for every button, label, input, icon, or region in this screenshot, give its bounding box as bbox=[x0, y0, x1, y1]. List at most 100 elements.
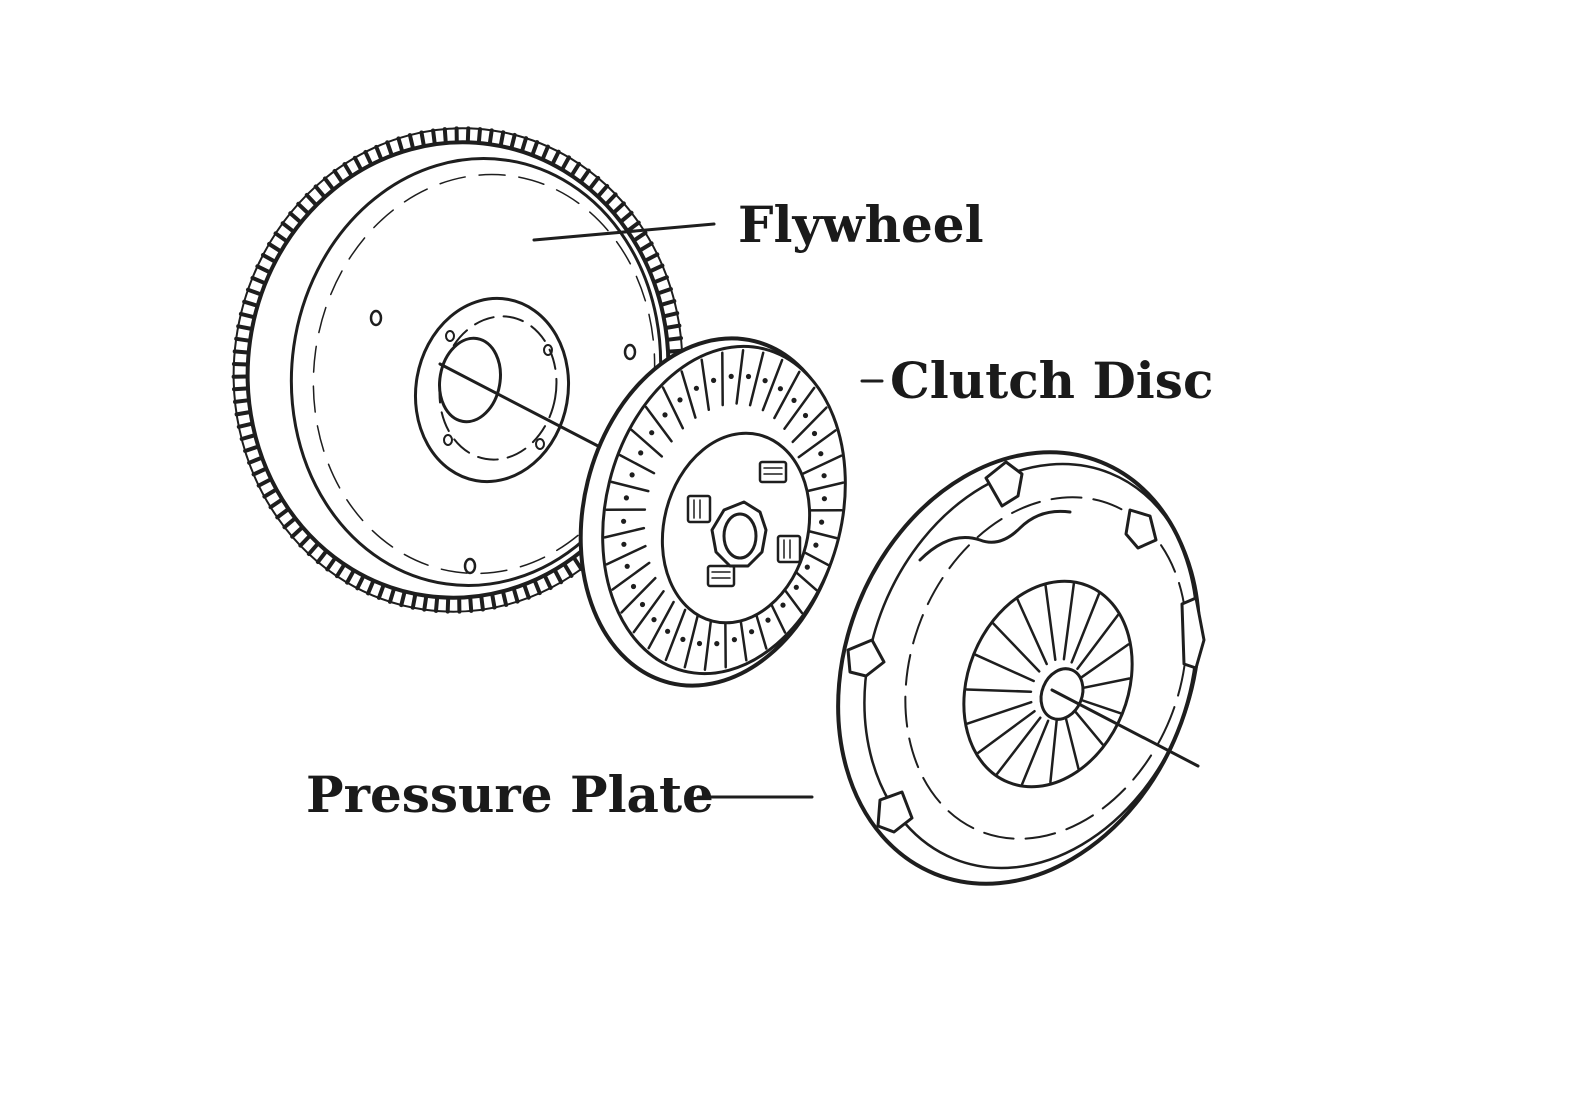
friction-segment-groove bbox=[680, 370, 697, 419]
friction-segment-groove bbox=[773, 370, 801, 420]
gear-tooth bbox=[468, 594, 474, 613]
friction-rivet bbox=[696, 640, 703, 647]
diaphragm-finger-slot bbox=[1077, 697, 1122, 715]
gear-tooth bbox=[410, 591, 418, 610]
friction-rivet bbox=[765, 617, 771, 623]
gear-tooth bbox=[363, 150, 374, 167]
flywheel-hub-flange bbox=[413, 296, 571, 484]
diaphragm-finger-slot bbox=[1020, 719, 1050, 786]
gear-tooth bbox=[550, 149, 561, 167]
gear-tooth bbox=[396, 136, 405, 154]
friction-segment-groove bbox=[748, 351, 765, 407]
friction-rivet bbox=[621, 541, 627, 547]
gear-tooth bbox=[345, 568, 356, 585]
friction-rivet bbox=[728, 373, 734, 379]
friction-segment-groove bbox=[761, 358, 784, 412]
gear-tooth bbox=[560, 155, 571, 172]
gear-tooth bbox=[532, 578, 542, 596]
clutch-disc-splined-hub bbox=[710, 500, 768, 568]
gear-tooth bbox=[663, 323, 682, 330]
diaphragm-finger-slot bbox=[1044, 584, 1057, 662]
pressure-plate-label: Pressure Plate bbox=[306, 765, 714, 824]
pressure-plate-cover-shoulder bbox=[904, 496, 1188, 840]
friction-rivet bbox=[621, 518, 627, 524]
gear-tooth bbox=[631, 230, 648, 243]
gear-tooth bbox=[445, 595, 451, 614]
friction-segment-groove bbox=[735, 349, 745, 405]
gear-tooth bbox=[234, 410, 253, 417]
gear-tooth bbox=[642, 252, 660, 263]
diaphragm-finger-slot bbox=[1016, 598, 1048, 666]
gear-tooth bbox=[407, 133, 416, 151]
friction-segment-groove bbox=[700, 358, 711, 412]
friction-segment-groove bbox=[605, 544, 647, 566]
friction-rivet bbox=[714, 641, 720, 647]
gear-tooth bbox=[625, 220, 641, 233]
diaphragm-finger-slot bbox=[1079, 643, 1130, 680]
friction-rivet bbox=[791, 397, 797, 403]
gear-tooth bbox=[571, 555, 584, 571]
gear-tooth bbox=[511, 586, 520, 604]
friction-segment-groove bbox=[801, 454, 843, 476]
diaphragm-finger-slot bbox=[1071, 707, 1104, 746]
gear-tooth bbox=[243, 444, 261, 453]
friction-segment-groove bbox=[620, 576, 657, 614]
friction-rivet bbox=[680, 636, 686, 643]
gear-tooth bbox=[296, 201, 311, 216]
gear-tooth bbox=[256, 477, 274, 488]
friction-rivet bbox=[818, 451, 824, 457]
friction-segment-groove bbox=[630, 428, 664, 458]
flywheel-label: Flywheel bbox=[738, 195, 984, 254]
gear-tooth bbox=[342, 162, 354, 179]
diaphragm-finger-slot bbox=[965, 688, 1033, 693]
pressure-plate-cover-lip bbox=[863, 462, 1201, 870]
friction-segment-groove bbox=[644, 405, 673, 443]
friction-rivet bbox=[693, 385, 700, 391]
gear-tooth bbox=[251, 466, 269, 477]
friction-segment-groove bbox=[791, 406, 828, 444]
gear-tooth bbox=[595, 184, 610, 199]
gear-tooth bbox=[298, 533, 313, 548]
friction-rivet bbox=[731, 637, 738, 643]
friction-rivet bbox=[811, 430, 818, 437]
friction-rivet bbox=[780, 602, 786, 608]
gear-tooth bbox=[388, 586, 397, 604]
friction-segment-groove bbox=[610, 480, 650, 493]
gear-tooth bbox=[255, 264, 272, 275]
gear-tooth bbox=[578, 168, 591, 185]
gear-tooth bbox=[262, 487, 279, 499]
gear-tooth bbox=[647, 263, 665, 274]
gear-tooth bbox=[522, 582, 531, 600]
gear-tooth bbox=[304, 193, 319, 208]
diaphragm-finger-slot bbox=[974, 653, 1035, 683]
gear-tooth bbox=[542, 573, 553, 590]
gear-tooth bbox=[250, 275, 268, 286]
gear-tooth bbox=[239, 433, 258, 441]
gear-tooth bbox=[465, 126, 471, 145]
diaphragm-finger-slot bbox=[1079, 677, 1131, 690]
gear-tooth bbox=[618, 210, 634, 224]
gear-tooth bbox=[268, 497, 285, 510]
friction-rivet bbox=[638, 450, 644, 456]
gear-tooth bbox=[374, 144, 384, 162]
friction-segment-groove bbox=[661, 386, 685, 430]
gear-tooth bbox=[234, 336, 252, 343]
gear-tooth bbox=[315, 548, 329, 564]
friction-rivet bbox=[804, 564, 810, 570]
friction-rivet bbox=[623, 495, 630, 501]
pressure-plate-mounting-lugs bbox=[846, 460, 1206, 834]
gear-tooth bbox=[562, 561, 574, 578]
gear-tooth bbox=[246, 287, 264, 297]
gear-tooth bbox=[476, 127, 482, 145]
friction-rivet bbox=[821, 473, 827, 479]
friction-rivet bbox=[665, 628, 671, 634]
gear-tooth bbox=[231, 362, 250, 367]
gear-tooth bbox=[273, 231, 290, 244]
friction-rivet bbox=[624, 563, 630, 569]
gear-tooth bbox=[498, 130, 506, 149]
friction-rivet bbox=[813, 542, 819, 548]
gear-tooth bbox=[366, 578, 376, 596]
gear-tooth bbox=[419, 130, 426, 149]
gear-tooth bbox=[267, 242, 283, 254]
friction-rivet bbox=[677, 397, 683, 403]
